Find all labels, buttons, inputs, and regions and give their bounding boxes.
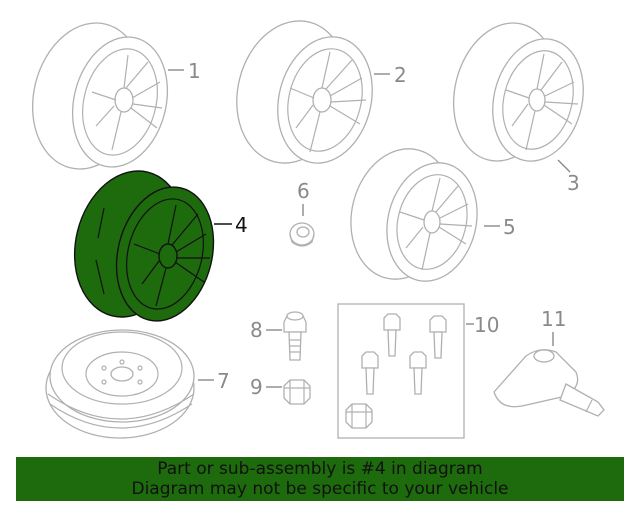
callout-label-9: 9 [250,375,263,399]
callout-label-7: 7 [217,369,230,393]
callout-2: 2 [374,63,407,87]
wheel-part-4[interactable] [60,159,227,331]
wheel-part-2[interactable] [222,9,385,175]
tpms-sensor-part-11[interactable] [493,349,605,417]
callout-11: 11 [541,307,566,346]
callout-6: 6 [297,179,310,216]
parts-diagram: 1 2 3 4 6 [18,9,605,439]
callout-7: 7 [198,369,230,393]
wheel-part-1[interactable] [18,11,181,181]
lock-set-part-10[interactable] [337,303,465,439]
info-banner: Part or sub-assembly is #4 in diagram Di… [16,457,624,501]
callout-4: 4 [214,213,248,237]
banner-line-part: Part or sub-assembly is #4 in diagram [157,459,483,479]
callout-label-3: 3 [567,171,580,195]
callout-label-8: 8 [250,318,263,342]
callout-label-4: 4 [235,213,248,237]
callout-8: 8 [250,318,282,342]
wheel-part-5[interactable] [338,138,490,291]
callout-9: 9 [250,375,282,399]
callout-label-11: 11 [541,307,566,331]
wheel-part-3[interactable] [440,12,596,172]
spare-tire-part-7[interactable] [45,329,195,439]
callout-5: 5 [484,215,516,239]
callout-label-10: 10 [474,313,499,337]
callout-1: 1 [168,59,201,83]
callout-label-2: 2 [394,63,407,87]
callout-label-5: 5 [503,215,516,239]
callout-10: 10 [466,313,499,337]
callout-label-1: 1 [188,59,201,83]
cap-part-6[interactable] [289,222,315,247]
lug-nut-part-9[interactable] [283,379,311,405]
callout-3: 3 [557,159,580,195]
callout-label-6: 6 [297,179,310,203]
lug-bolt-part-8[interactable] [283,311,307,361]
banner-line-disclaimer: Diagram may not be specific to your vehi… [131,479,509,499]
